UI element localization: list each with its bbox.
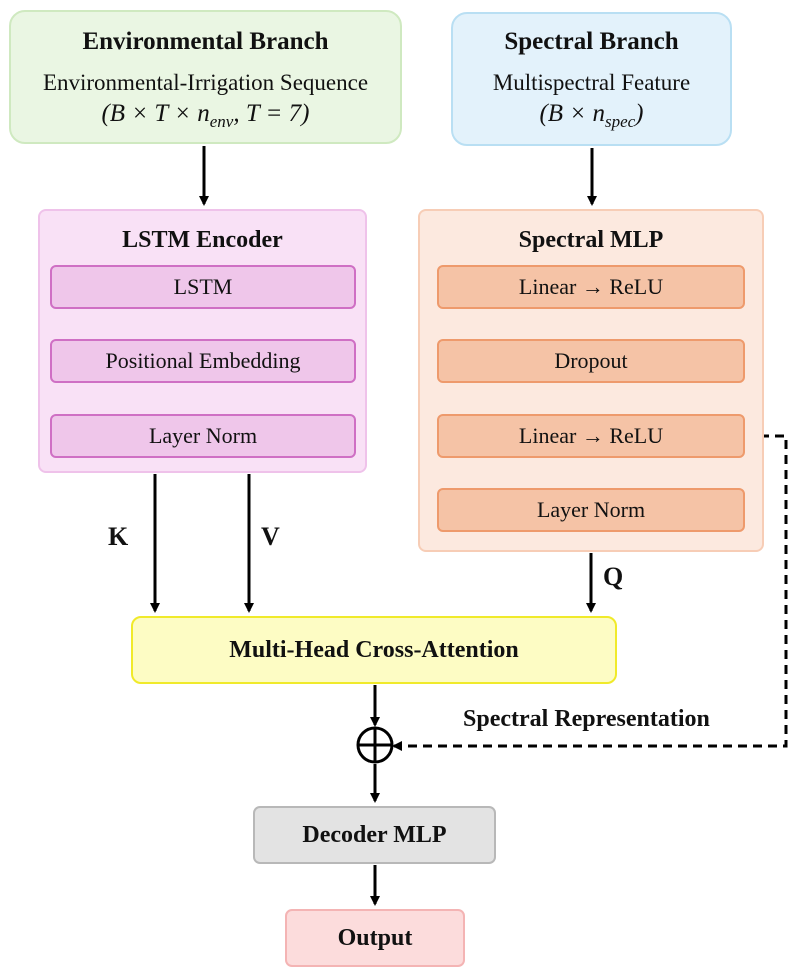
linear-relu-layer-1: Linear → ReLU bbox=[437, 265, 745, 309]
env-branch-subtitle: Environmental-Irrigation Sequence bbox=[42, 70, 369, 95]
add-operator-icon bbox=[356, 726, 394, 764]
lstm-encoder-title: LSTM Encoder bbox=[122, 227, 283, 253]
environmental-branch: Environmental Branch Environmental-Irrig… bbox=[9, 10, 402, 144]
env-branch-shape: (B × T × nenv, T = 7) bbox=[11, 100, 400, 132]
linear-relu-layer-2: Linear → ReLU bbox=[437, 414, 745, 458]
decoder-mlp: Decoder MLP bbox=[253, 806, 496, 864]
env-branch-title: Environmental Branch bbox=[82, 28, 329, 55]
lstm-layer-norm: Layer Norm bbox=[50, 414, 356, 458]
positional-embedding-layer: Positional Embedding bbox=[50, 339, 356, 383]
key-label: K bbox=[108, 522, 129, 551]
lstm-layer: LSTM bbox=[50, 265, 356, 309]
spec-branch-subtitle: Multispectral Feature bbox=[492, 70, 691, 95]
env-shape-open: (B × T × n bbox=[101, 100, 210, 127]
spectral-representation-label: Spectral Representation bbox=[463, 706, 710, 732]
spectral-layer-norm: Layer Norm bbox=[437, 488, 745, 532]
env-shape-close: , T = 7) bbox=[233, 100, 310, 127]
env-shape-sub: env bbox=[209, 112, 234, 131]
skip-connection-dashed bbox=[392, 434, 788, 751]
spec-branch-shape: (B × nspec) bbox=[453, 100, 730, 132]
output-node: Output bbox=[285, 909, 465, 967]
multi-head-cross-attention: Multi-Head Cross-Attention bbox=[131, 616, 617, 684]
spectral-mlp-title: Spectral MLP bbox=[518, 227, 664, 253]
query-label: Q bbox=[603, 562, 624, 591]
spec-shape-sub: spec bbox=[604, 112, 636, 131]
dropout-layer: Dropout bbox=[437, 339, 745, 383]
value-label: V bbox=[261, 522, 280, 551]
spec-branch-title: Spectral Branch bbox=[504, 28, 679, 55]
spec-shape-close: ) bbox=[635, 100, 644, 127]
spectral-branch: Spectral Branch Multispectral Feature (B… bbox=[451, 12, 732, 146]
spec-shape-open: (B × n bbox=[539, 100, 605, 127]
